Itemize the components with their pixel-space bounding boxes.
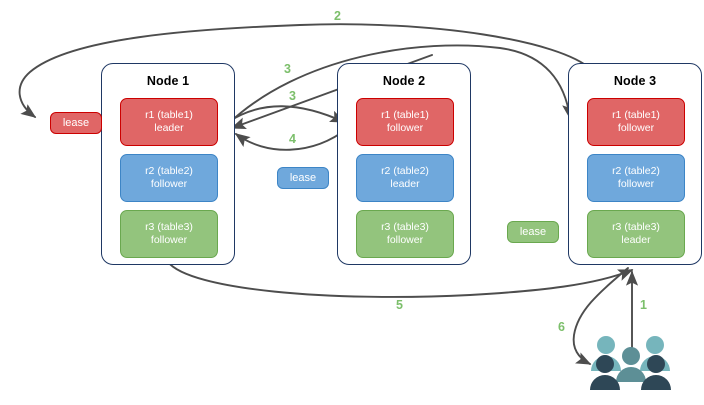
replica-r1[interactable]: r1 (table1) leader: [120, 98, 218, 146]
replica-name: r1 (table1): [612, 109, 660, 121]
replica-name: r3 (table3): [612, 221, 660, 233]
edge-4-node2-to-node1: [234, 127, 349, 151]
replica-role: leader: [154, 122, 184, 134]
replica-name: r1 (table1): [381, 109, 429, 121]
replica-role: follower: [617, 178, 655, 190]
replica-name: r2 (table2): [381, 165, 429, 177]
replica-name: r2 (table2): [145, 165, 193, 177]
replica-r3[interactable]: r3 (table3) follower: [120, 210, 218, 258]
edge-label-1: 1: [640, 298, 647, 312]
replica-r2[interactable]: r2 (table2) leader: [356, 154, 454, 202]
edge-label-5: 5: [396, 298, 403, 312]
node-title: Node 2: [382, 74, 426, 88]
edge-2-lease-transfer: [18, 23, 593, 118]
node-box-2[interactable]: Node 2 r1 (table1) follower r2 (table2) …: [337, 63, 471, 265]
replica-r2[interactable]: r2 (table2) follower: [587, 154, 685, 202]
edge-6-node3-to-users: [572, 267, 629, 365]
replica-role: leader: [390, 178, 420, 190]
edge-label-6: 6: [558, 320, 565, 334]
edge-label-3a: 3: [284, 62, 291, 76]
edge-label-3b: 3: [289, 89, 296, 103]
replica-r2[interactable]: r2 (table2) follower: [120, 154, 218, 202]
node-title: Node 1: [146, 74, 190, 88]
replica-r3[interactable]: r3 (table3) follower: [356, 210, 454, 258]
replica-name: r3 (table3): [145, 221, 193, 233]
replica-role: follower: [386, 122, 424, 134]
edge-label-2: 2: [334, 9, 341, 23]
replica-name: r2 (table2): [612, 165, 660, 177]
node-box-3[interactable]: Node 3 r1 (table1) follower r2 (table2) …: [568, 63, 702, 265]
node-title: Node 3: [613, 74, 657, 88]
replica-role: leader: [621, 234, 651, 246]
replica-role: follower: [386, 234, 424, 246]
edge-3-node1-to-node3: [227, 44, 575, 125]
replica-name: r1 (table1): [145, 109, 193, 121]
replica-r1[interactable]: r1 (table1) follower: [356, 98, 454, 146]
replica-role: follower: [150, 178, 188, 190]
node-box-1[interactable]: Node 1 r1 (table1) leader r2 (table2) fo…: [101, 63, 235, 265]
replica-name: r3 (table3): [381, 221, 429, 233]
replica-r3[interactable]: r3 (table3) leader: [587, 210, 685, 258]
replica-role: follower: [150, 234, 188, 246]
users-icon: [590, 336, 671, 390]
lease-badge-r2[interactable]: lease: [277, 167, 329, 189]
edge-3-node1-to-node2: [227, 105, 346, 123]
lease-badge-r3[interactable]: lease: [507, 221, 559, 243]
replica-r1[interactable]: r1 (table1) follower: [587, 98, 685, 146]
edge-label-4: 4: [289, 132, 296, 146]
replica-role: follower: [617, 122, 655, 134]
edge-5-node1-to-node3: [167, 261, 634, 298]
lease-badge-r1[interactable]: lease: [50, 112, 102, 134]
